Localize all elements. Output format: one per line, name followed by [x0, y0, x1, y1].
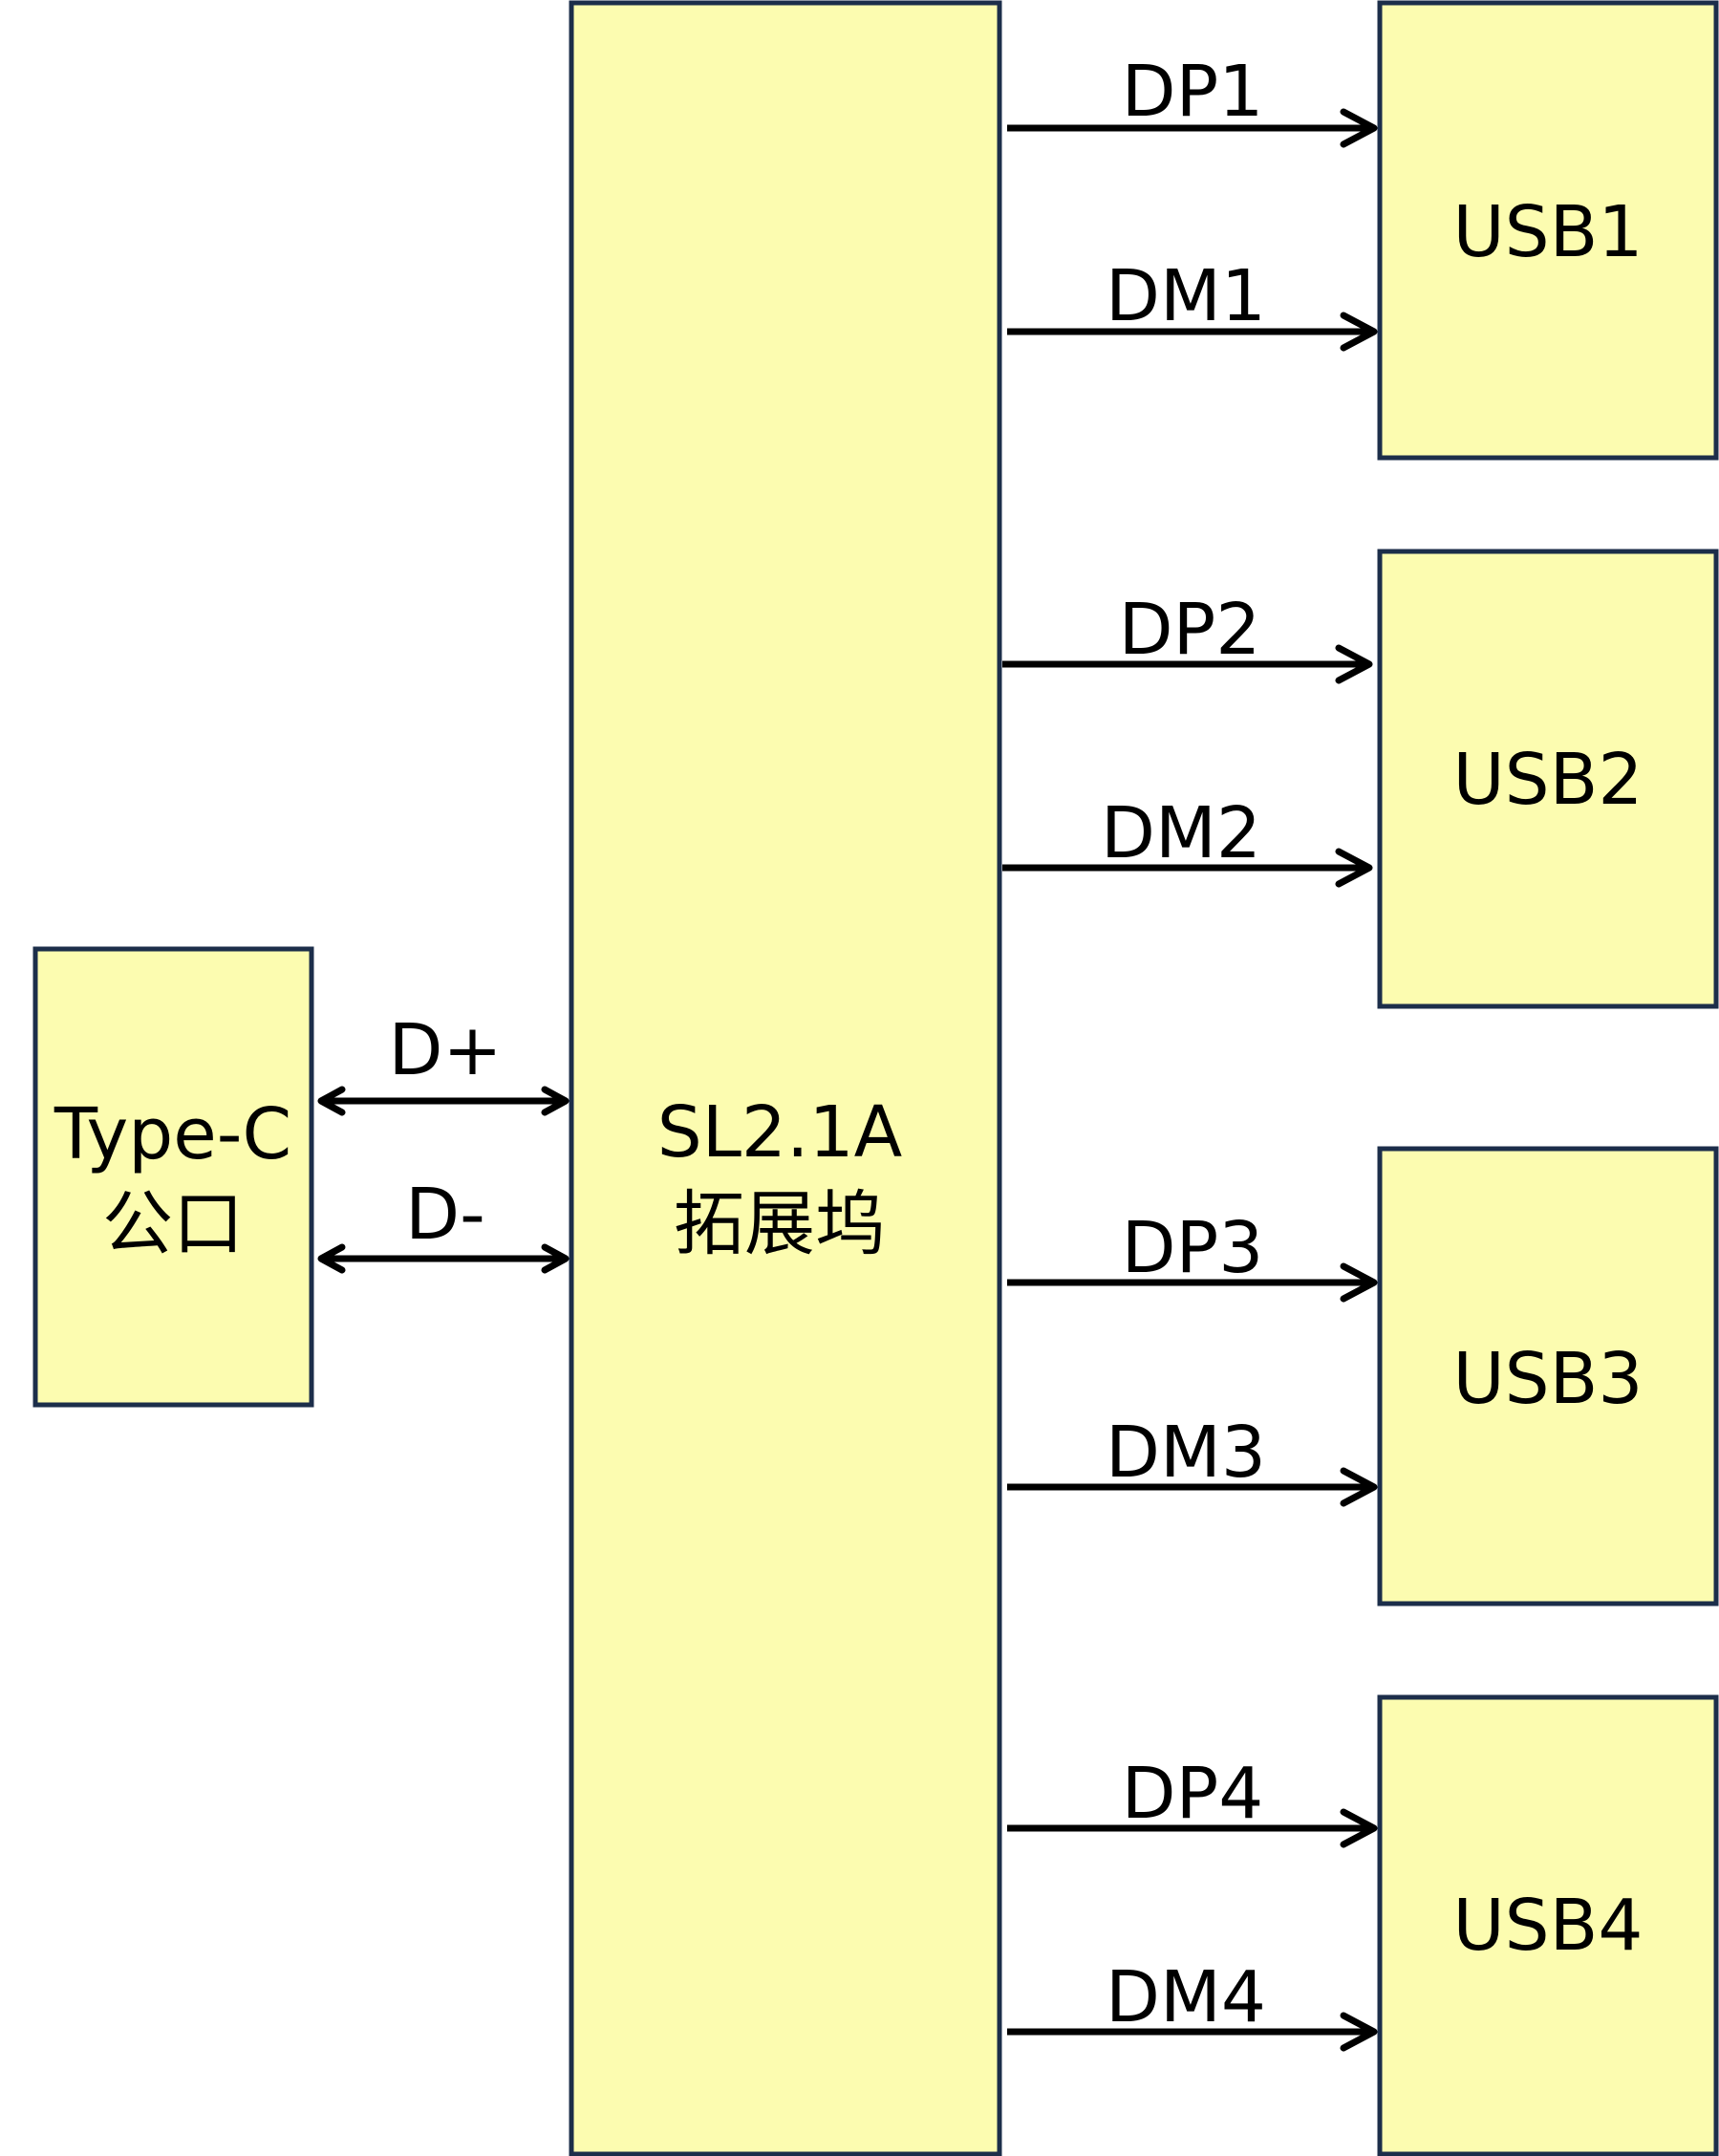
- dp3-label: DP3: [1122, 1207, 1264, 1289]
- d-plus-left-arrowhead: [317, 1086, 346, 1116]
- dm3-label: DM3: [1106, 1412, 1266, 1494]
- hub-label: SL2.1A: [657, 1091, 903, 1174]
- dm4-label: DM4: [1106, 1956, 1266, 2038]
- dp3-arrowhead: [1340, 1262, 1378, 1303]
- dm3-arrowhead: [1340, 1467, 1378, 1507]
- hub-sublabel: 拓展坞: [674, 1183, 886, 1265]
- usb1-group: USB1 DP1 DM1: [1007, 0, 1719, 461]
- usb1-label: USB1: [1453, 191, 1644, 273]
- dm2-arrowhead: [1335, 848, 1373, 888]
- dp1-arrowhead: [1340, 108, 1378, 148]
- dp2-label: DP2: [1119, 589, 1261, 671]
- d-minus-right-arrowhead: [541, 1243, 569, 1274]
- dp1-label: DP1: [1122, 51, 1264, 133]
- usb3-group: USB3 DP3 DM3: [1007, 1146, 1719, 1606]
- usb3-label: USB3: [1453, 1338, 1644, 1420]
- hub-box: [569, 0, 1002, 2156]
- usb2-box: [1377, 549, 1719, 1009]
- usb4-box: [1377, 1694, 1719, 2156]
- type-c-sublabel: 公口: [102, 1183, 244, 1265]
- usb3-box: [1377, 1146, 1719, 1606]
- usb2-label: USB2: [1453, 739, 1644, 821]
- d-plus-right-arrowhead: [541, 1086, 569, 1116]
- dm1-arrowhead: [1340, 312, 1378, 352]
- d-minus-connection: D-: [317, 1174, 569, 1274]
- hub-node: SL2.1A 拓展坞: [569, 0, 1002, 2156]
- dp4-arrowhead: [1340, 1808, 1378, 1848]
- usb4-group: USB4 DP4 DM4: [1007, 1694, 1719, 2156]
- usb4-label: USB4: [1453, 1885, 1644, 1967]
- type-c-label: Type-C: [54, 1093, 291, 1175]
- d-plus-label: D+: [389, 1009, 503, 1091]
- d-minus-left-arrowhead: [317, 1243, 346, 1274]
- dp4-label: DP4: [1122, 1753, 1264, 1835]
- type-c-port-box: [32, 946, 314, 1408]
- dm2-label: DM2: [1101, 792, 1261, 874]
- usb1-box: [1377, 0, 1719, 461]
- dm4-arrowhead: [1340, 2012, 1378, 2052]
- dp2-arrowhead: [1335, 644, 1373, 684]
- d-minus-label: D-: [405, 1174, 485, 1256]
- type-c-port-node: Type-C 公口: [32, 946, 314, 1408]
- usb2-group: USB2 DP2 DM2: [1002, 549, 1719, 1009]
- d-plus-connection: D+: [317, 1009, 569, 1116]
- dm1-label: DM1: [1106, 255, 1266, 337]
